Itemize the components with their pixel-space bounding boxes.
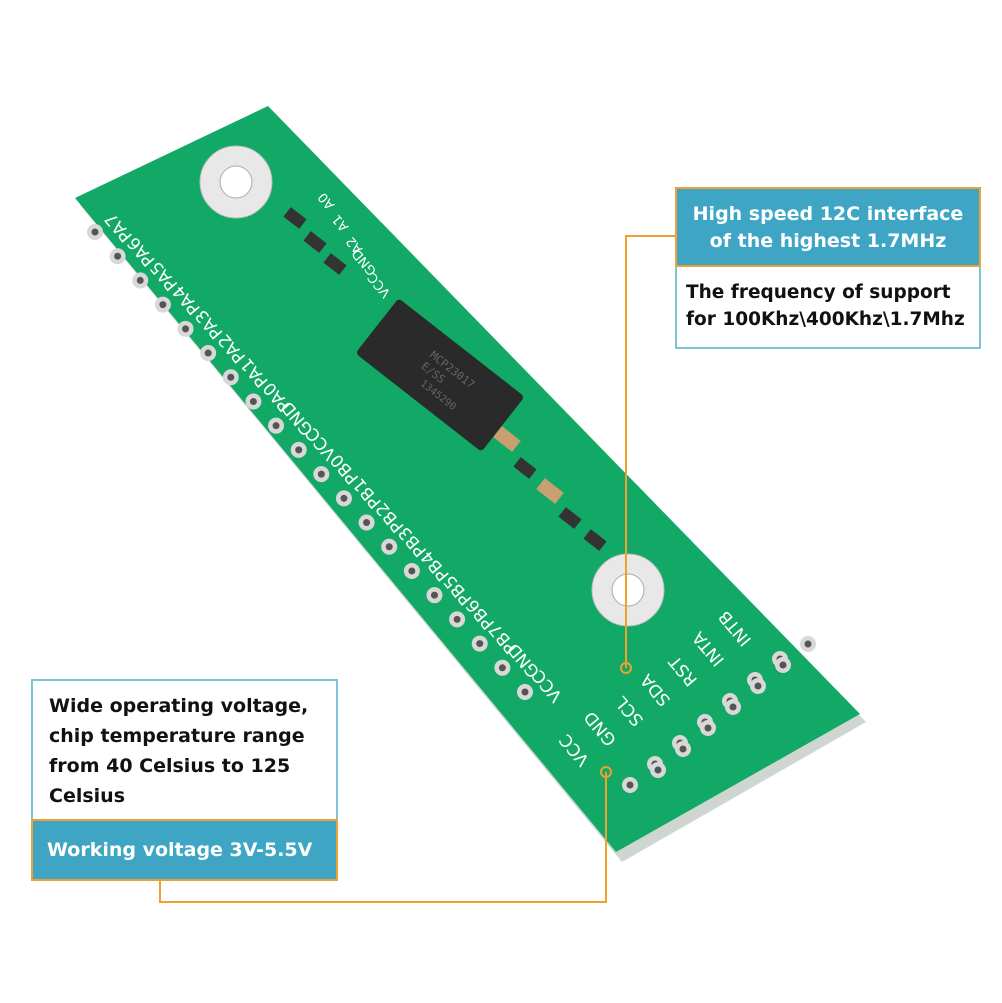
header-hole: [704, 724, 712, 732]
chip-mcp23017: MCP23017 E/SS 1345290: [357, 299, 523, 451]
callout-text: from 40 Celsius to 125: [49, 755, 291, 777]
chip-body: [357, 299, 523, 451]
smd-resistor: [323, 253, 347, 275]
pin-hole: [272, 422, 280, 430]
header-hole: [779, 661, 787, 669]
smd-resistor: [583, 529, 607, 551]
pin-hole: [498, 664, 506, 672]
callout-text: Celsius: [49, 785, 125, 807]
pin-hole: [476, 640, 484, 648]
callout-text: chip temperature range: [49, 725, 305, 747]
pin-hole: [227, 373, 235, 381]
callout-text: Wide operating voltage,: [49, 695, 309, 717]
pcb-board: [75, 106, 860, 852]
smd-capacitor: [493, 426, 521, 452]
smd-components: [283, 207, 607, 551]
pin-hole: [136, 276, 144, 284]
smd-resistor: [303, 231, 327, 253]
smd-capacitor: [536, 478, 564, 504]
callout-leader-bottom: [159, 772, 607, 903]
pin-hole: [295, 446, 303, 454]
pin-hole: [91, 228, 99, 236]
pin-hole: [159, 301, 167, 309]
callout-voltage: Wide operating voltage, chip temperature…: [31, 679, 338, 881]
pin-hole: [521, 688, 529, 696]
smd-resistor: [558, 507, 582, 529]
callout-text: The frequency of support: [686, 282, 951, 303]
mounting-hole-bottom-bore: [611, 573, 645, 607]
header-hole: [679, 745, 687, 753]
pin-hole: [249, 397, 257, 405]
callout-leader-top-marker: [620, 662, 632, 674]
callout-text: of the highest 1.7MHz: [709, 230, 947, 252]
callout-voltage-header: Working voltage 3V-5.5V: [31, 819, 338, 881]
left-pin-row: [87, 224, 533, 700]
pin-hole: [453, 615, 461, 623]
header-hole: [804, 640, 812, 648]
header-hole: [626, 781, 634, 789]
pin-hole: [317, 470, 325, 478]
pin-hole: [340, 494, 348, 502]
pin-hole: [430, 591, 438, 599]
callout-voltage-body: Wide operating voltage, chip temperature…: [31, 679, 338, 819]
callout-i2c-body: The frequency of support for 100Khz\400K…: [675, 267, 981, 349]
header-hole: [754, 682, 762, 690]
callout-text: High speed 12C interface: [692, 203, 964, 225]
pin-hole: [385, 543, 393, 551]
smd-resistor: [513, 457, 537, 479]
pin-hole: [182, 325, 190, 333]
pin-hole: [204, 349, 212, 357]
header-pin-grid: [622, 636, 816, 793]
header-hole: [654, 766, 662, 774]
callout-text: for 100Khz\400Khz\1.7Mhz: [686, 309, 965, 330]
callout-leader-bottom-marker: [600, 766, 612, 778]
header-hole: [729, 703, 737, 711]
callout-i2c-speed: High speed 12C interface of the highest …: [675, 187, 981, 349]
pin-hole: [408, 567, 416, 575]
callout-i2c-header: High speed 12C interface of the highest …: [675, 187, 981, 267]
callout-leader-top: [625, 235, 675, 668]
mounting-hole-top-bore: [219, 165, 253, 199]
smd-resistor: [283, 207, 307, 229]
pin-hole: [363, 519, 371, 527]
pin-hole: [114, 252, 122, 260]
